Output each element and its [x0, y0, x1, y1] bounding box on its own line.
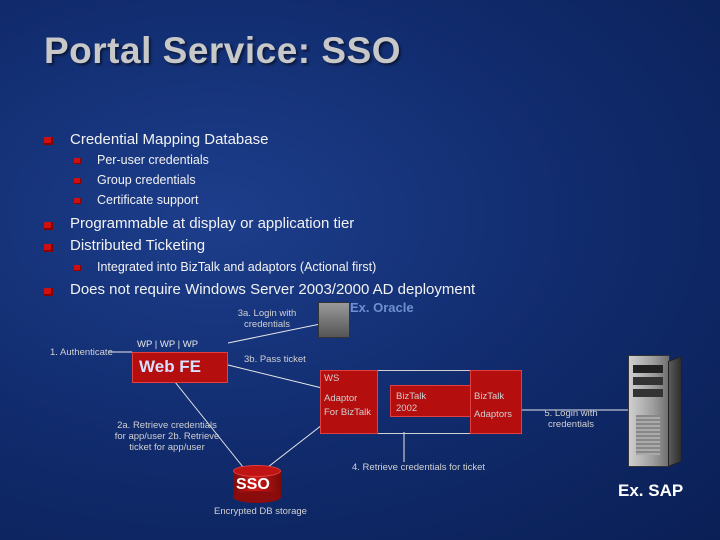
bullet-icon [44, 222, 53, 230]
biztalk-adaptors-box [470, 370, 522, 434]
web-fe-label: Web FE [139, 357, 202, 376]
sub-bullet-certificate: Certificate support [97, 193, 199, 207]
sso-database-icon [233, 465, 281, 503]
retrieve-ticket-label: 4. Retrieve credentials for ticket [352, 462, 486, 473]
sub-bullet-icon [74, 198, 81, 204]
sub-bullet-biztalk: Integrated into BizTalk and adaptors (Ac… [97, 260, 377, 274]
ws-label: WS [324, 373, 340, 384]
sub-bullet-icon [74, 178, 81, 184]
bullet-no-ad: Does not require Windows Server 2003/200… [70, 281, 476, 298]
authenticate-label: 1. Authenticate [50, 347, 113, 358]
sub-bullet-icon [74, 265, 81, 271]
bullet-credential-mapping: Credential Mapping Database [70, 131, 269, 148]
ex-sap-label: Ex. SAP [618, 481, 684, 500]
biztalk-adaptors-label: BizTalk Adaptors [474, 391, 513, 420]
sub-bullet-group: Group credentials [97, 173, 196, 187]
sub-bullet-icon [74, 158, 81, 164]
biztalk-2002-label: BizTalk 2002 [396, 391, 427, 414]
bullet-icon [44, 137, 53, 145]
sso-label: SSO [236, 476, 270, 493]
ws-adaptor-box [320, 370, 378, 434]
pass-ticket-label: 3b. Pass ticket [244, 354, 306, 365]
ex-oracle-label: Ex. Oracle [350, 300, 414, 315]
login-credentials-label: 3a. Login with credentials [237, 308, 297, 330]
page-title: Portal Service: SSO [44, 30, 402, 71]
bullet-icon [44, 288, 53, 296]
encrypted-db-label: Encrypted DB storage [214, 506, 307, 517]
adaptor-for-biztalk-label: Adaptor For BizTalk [324, 393, 371, 418]
wp-label: WP | WP | WP [137, 339, 199, 350]
biztalk-2002-box [390, 385, 472, 417]
login-credentials-5-label: 5. Login with credentials [544, 408, 598, 430]
sap-server-icon [628, 355, 682, 467]
sub-bullet-per-user: Per-user credentials [97, 153, 209, 167]
retrieve-credentials-label: 2a. Retrieve credentials for app/user 2b… [114, 420, 220, 453]
oracle-server-icon [318, 302, 350, 338]
bullet-icon [44, 244, 53, 252]
bullet-distributed-ticketing: Distributed Ticketing [70, 237, 206, 254]
bullet-programmable: Programmable at display or application t… [70, 215, 355, 232]
web-fe-box: Web FE [132, 352, 228, 383]
